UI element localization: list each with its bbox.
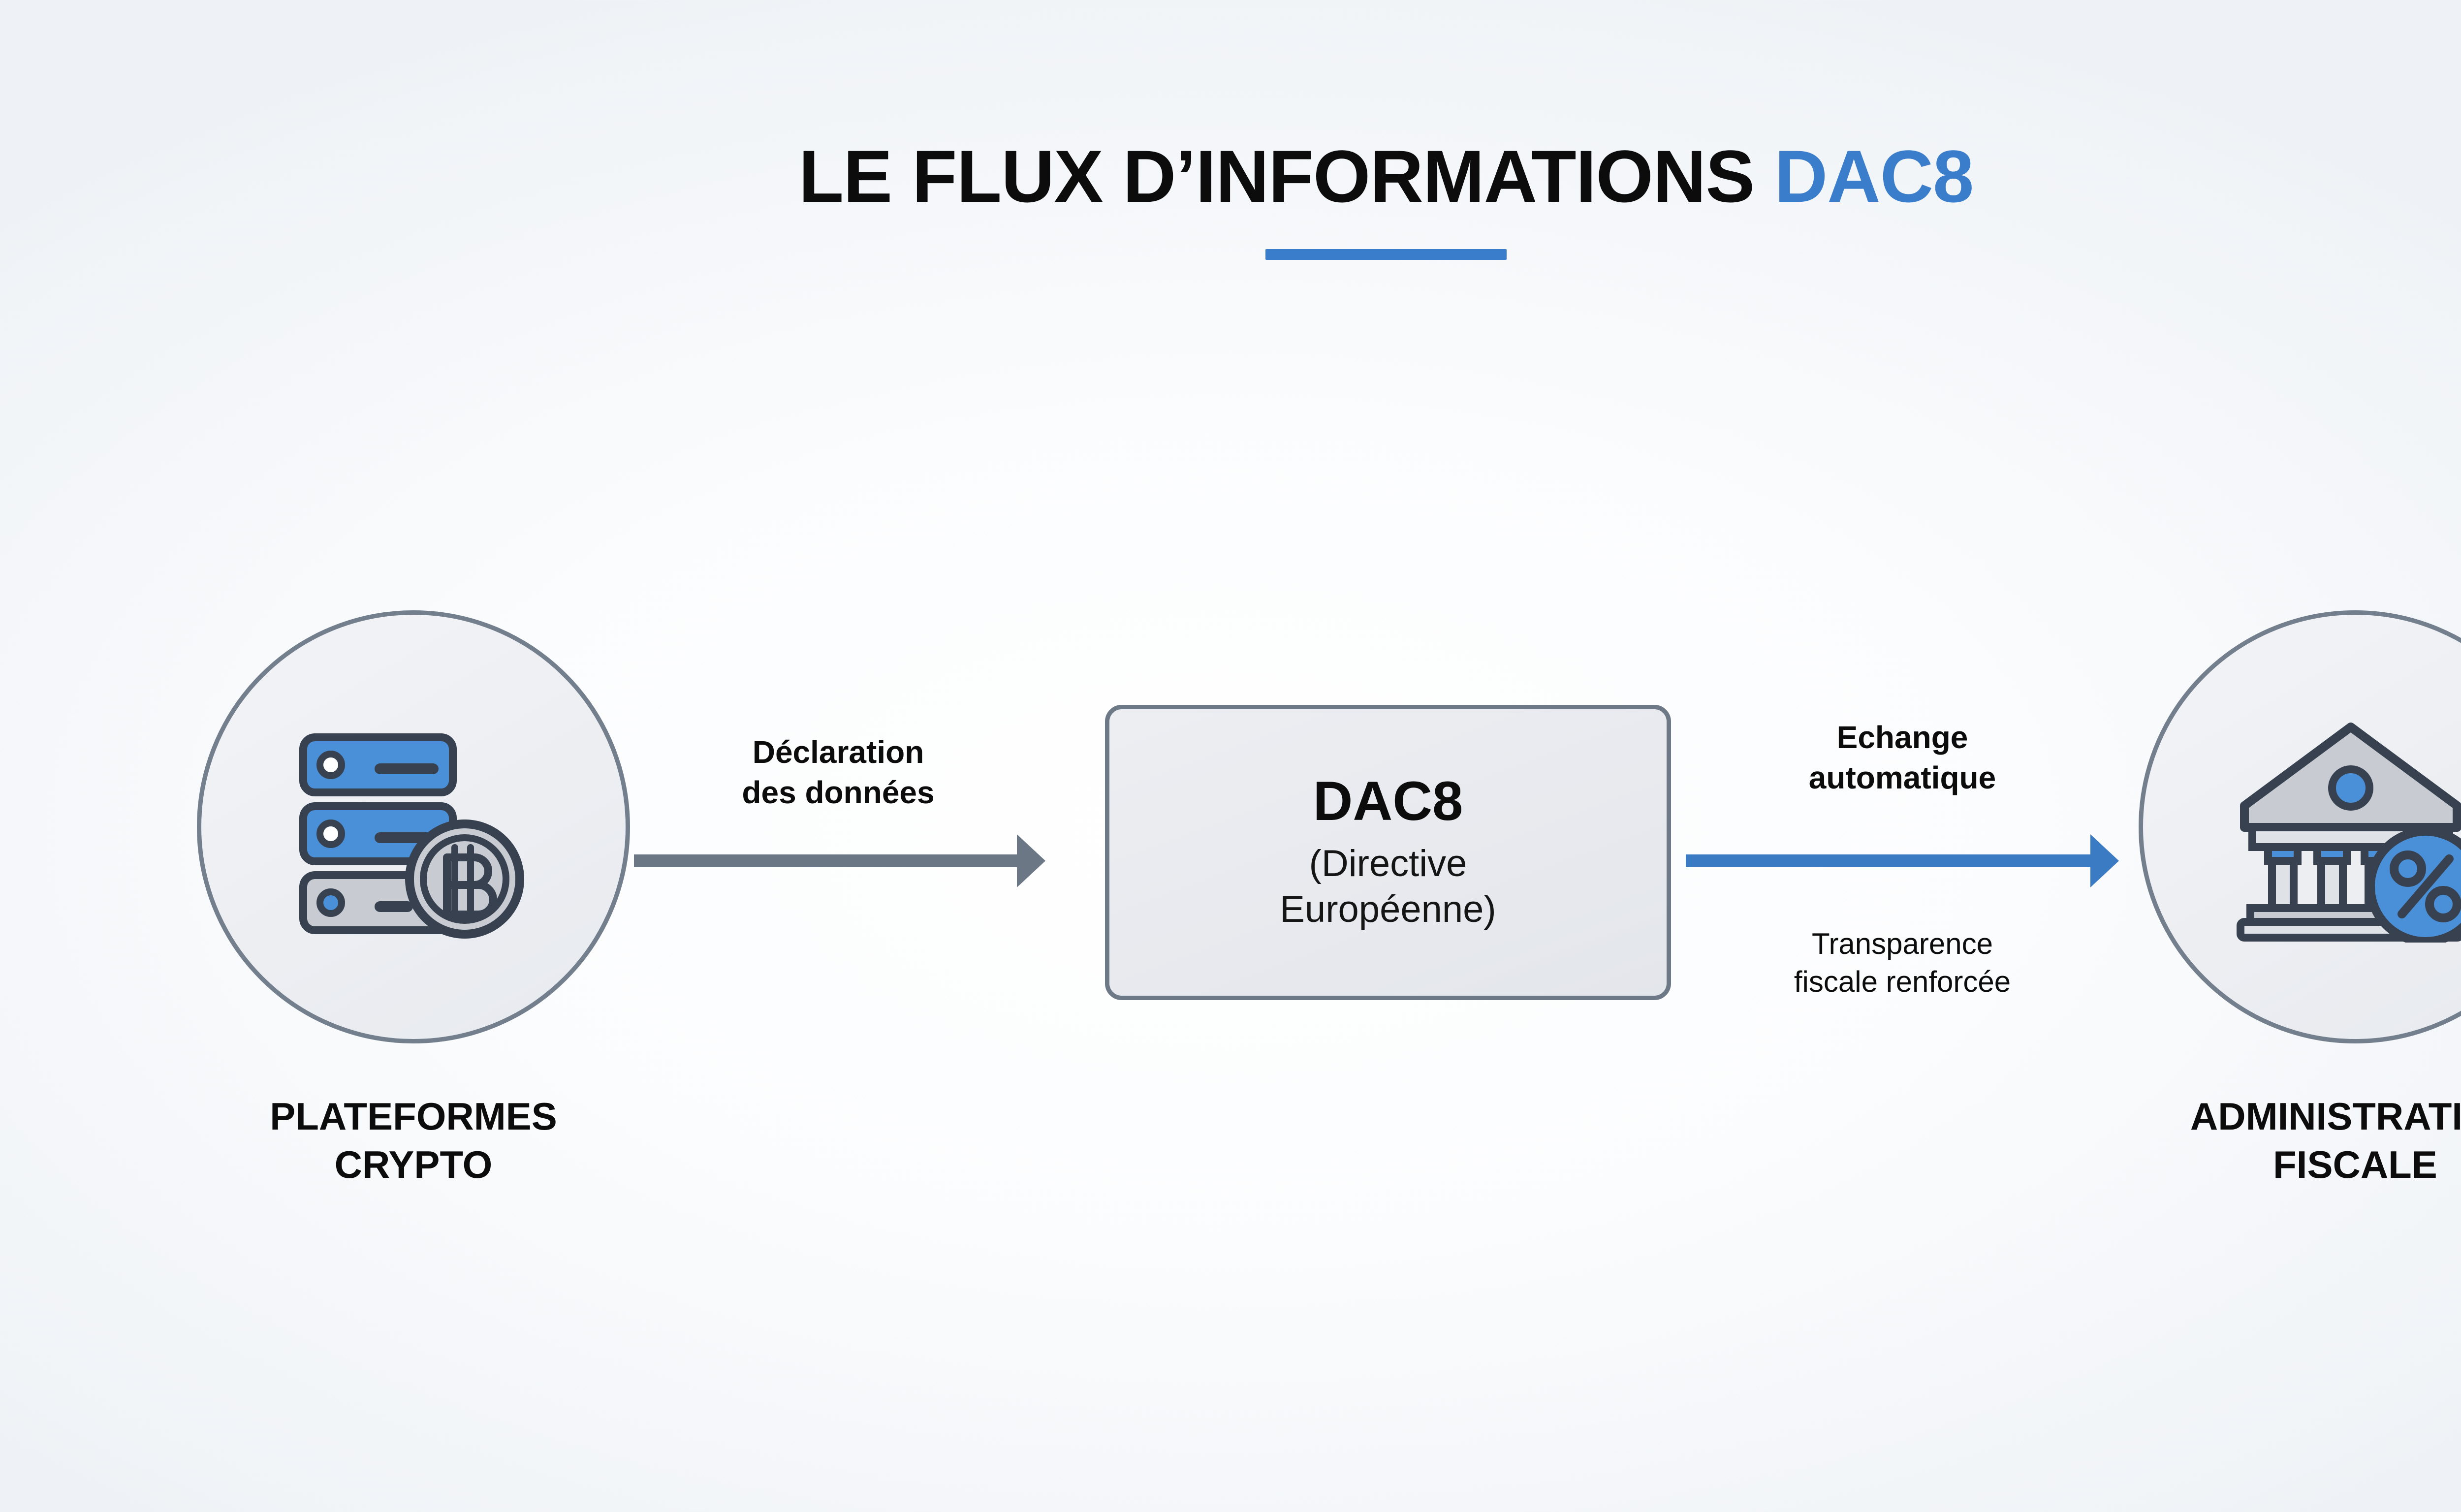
page-header: LE FLUX D’INFORMATIONS DAC8 [0, 135, 2461, 260]
tax-administration-label-line2: FISCALE [2273, 1142, 2437, 1186]
arrow-automatic-exchange [1686, 834, 2119, 887]
arrow-automatic-exchange-head [2090, 834, 2119, 887]
crypto-platforms-label-line2: CRYPTO [334, 1142, 493, 1186]
page-title-main: LE FLUX D’INFORMATIONS [798, 135, 1755, 218]
page-title-accent: DAC8 [1774, 135, 1974, 218]
bank-percent-icon [2225, 711, 2461, 943]
title-underline-bar [1265, 249, 1507, 260]
arrow-automatic-exchange-label: Echange automatique [1686, 718, 2119, 798]
flow-node-dac8-directive: DAC8 (Directive Européenne) [1105, 705, 1671, 1000]
dac8-box-subtitle-line1: (Directive [1309, 843, 1467, 885]
arrow-declaration-head [1017, 834, 1045, 887]
tax-administration-label-line1: ADMINISTRATION [2190, 1095, 2461, 1138]
tax-administration-label: ADMINISTRATION FISCALE [2190, 1093, 2461, 1189]
arrow-declaration-label: Déclaration des données [634, 732, 1042, 813]
arrow-transparency-sublabel: Transparence fiscale renforcée [1686, 925, 2119, 1001]
flow-node-crypto-platforms: PLATEFORMES CRYPTO [197, 610, 630, 1186]
flow-diagram: PLATEFORMES CRYPTO Déclaration des donné… [0, 610, 2461, 1186]
crypto-platforms-label-line1: PLATEFORMES [270, 1095, 557, 1138]
crypto-platforms-label: PLATEFORMES CRYPTO [270, 1093, 557, 1189]
dac8-box-subtitle-line2: Européenne) [1280, 888, 1496, 930]
arrow-transparency-sublabel-line2: fiscale renforcée [1794, 965, 2011, 998]
arrow-declaration-label-line1: Déclaration [752, 734, 924, 770]
arrow-declaration-shaft [634, 854, 1017, 867]
flow-node-tax-administration: ADMINISTRATION FISCALE [2139, 610, 2461, 1186]
page-title: LE FLUX D’INFORMATIONS DAC8 [0, 135, 2461, 218]
arrow-declaration [634, 834, 1045, 887]
arrow-transparency-sublabel-line1: Transparence [1812, 927, 1993, 960]
arrow-automatic-exchange-label-line1: Echange [1836, 720, 1968, 755]
crypto-server-bitcoin-icon [285, 714, 541, 940]
tax-administration-circle [2139, 610, 2461, 1043]
arrow-automatic-exchange-label-line2: automatique [1808, 759, 1996, 795]
arrow-declaration-label-line2: des données [742, 774, 935, 810]
crypto-platforms-circle [197, 610, 630, 1043]
dac8-box-subtitle: (Directive Européenne) [1280, 841, 1496, 932]
arrow-automatic-exchange-shaft [1686, 854, 2090, 867]
dac8-box-title: DAC8 [1313, 770, 1463, 832]
